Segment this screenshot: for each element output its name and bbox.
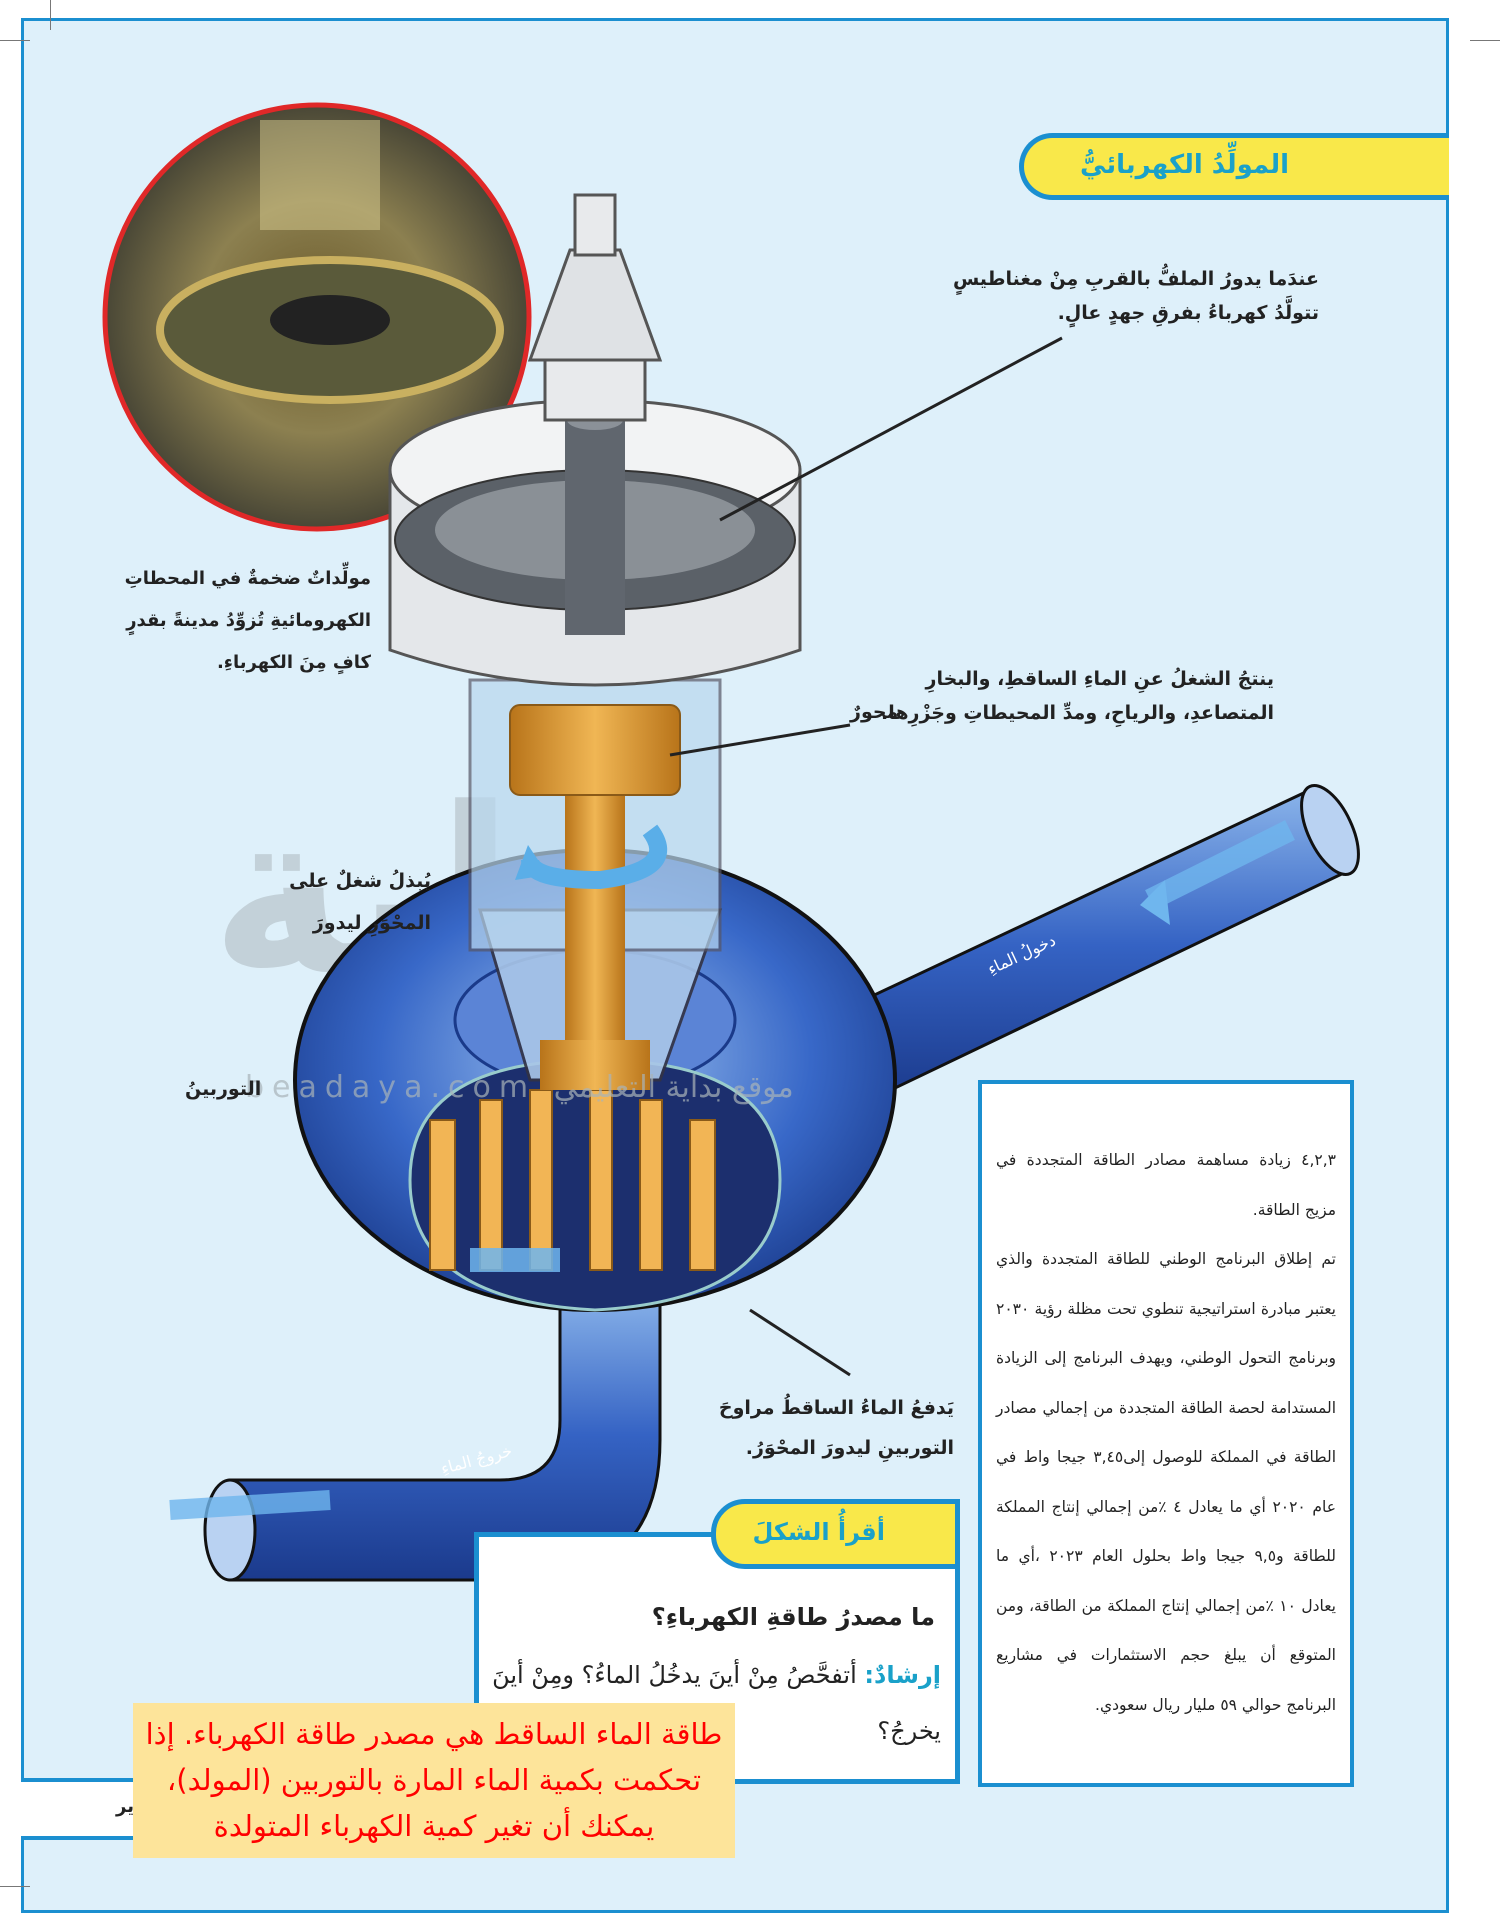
read-figure-question: ما مصدرُ طاقةِ الكهرباءِ؟ (651, 1603, 935, 1631)
caption-line: عندَما يدورُ الملفُّ بالقربِ مِنْ مغناطي… (952, 268, 1319, 290)
caption-line: يُبذلُ شغلٌ على (289, 870, 431, 892)
section-header: المولِّدُ الكهربائيُّ (1019, 133, 1449, 200)
read-figure-hint: إرشادٌ: أتفحَّصُ مِنْ أينَ يدخُلُ الماءُ… (481, 1647, 941, 1759)
hydro-plant-photo (102, 102, 532, 532)
crop-mark (0, 40, 30, 41)
caption-line: التوربينِ ليدورَ المحْوَرُ. (745, 1437, 954, 1459)
caption-line: مولِّداتٌ ضخمةٌ في المحطاتِ (124, 568, 371, 589)
hint-label: إرشادٌ: (864, 1661, 941, 1689)
water-pushes-caption: يَدفعُ الماءُ الساقطُ مراوحَ التوربينِ ل… (694, 1388, 954, 1468)
caption-line: كافٍ مِنَ الكهرباءِ. (216, 652, 371, 673)
crop-mark (0, 1886, 30, 1887)
generators-caption: مولِّداتٌ ضخمةٌ في المحطاتِ الكهرومائيةِ… (111, 558, 371, 684)
shaft-label: محورٌ (850, 701, 899, 723)
info-paragraph: تم إطلاق البرنامج الوطني للطاقة المتجددة… (996, 1250, 1337, 1714)
info-paragraph: ٤,٢,٣ زيادة مساهمة مصادر الطاقة المتجددة… (996, 1151, 1336, 1219)
caption-line: تتولَّدُ كهرباءُ بفرقِ جهدٍ عالٍ. (1057, 302, 1319, 324)
work-caption: ينتجُ الشغلُ عنِ الماءِ الساقطِ، والبخار… (854, 662, 1274, 730)
caption-line: المحْوَرِ ليدورَ (312, 912, 431, 934)
footer-fragment: ير (116, 1796, 134, 1817)
crop-mark (50, 0, 51, 30)
read-figure-tab: أقرأُ الشكلَ (711, 1499, 960, 1569)
caption-line: الكهرومائيةِ تُزوِّدُ مدينةً بقدرٍ (126, 610, 371, 631)
caption-line: يَدفعُ الماءُ الساقطُ مراوحَ (718, 1397, 954, 1419)
caption-line: المتصاعدِ، والرياحِ، ومدِّ المحيطاتِ وجَ… (881, 702, 1274, 724)
coil-caption: عندَما يدورُ الملفُّ بالقربِ مِنْ مغناطي… (919, 262, 1319, 330)
turbine-label: التوربينُ (185, 1078, 262, 1100)
answer-overlay: طاقة الماء الساقط هي مصدر طاقة الكهرباء.… (133, 1703, 735, 1858)
crop-mark (1470, 40, 1500, 41)
section-title: المولِّدُ الكهربائيُّ (1080, 150, 1289, 180)
hint-text: أتفحَّصُ مِنْ أينَ يدخُلُ الماءُ؟ ومِنْ … (492, 1661, 941, 1745)
work-on-shaft-caption: يُبذلُ شغلٌ على المحْوَرِ ليدورَ (231, 860, 431, 944)
renewable-energy-info-box: ٤,٢,٣ زيادة مساهمة مصادر الطاقة المتجددة… (978, 1080, 1354, 1787)
read-figure-title: أقرأُ الشكلَ (752, 1518, 886, 1546)
caption-line: ينتجُ الشغلُ عنِ الماءِ الساقطِ، والبخار… (925, 668, 1275, 690)
watermark-site: beadaya.com موقع بداية التعليمي (245, 1070, 794, 1105)
